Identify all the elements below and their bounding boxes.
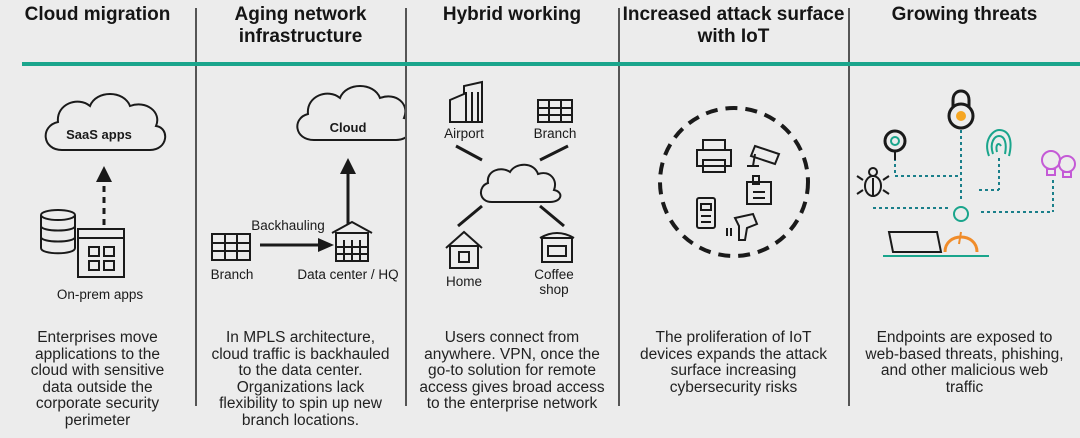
column-aging-network: Aging network infrastructure Cloud Backh… bbox=[196, 0, 405, 438]
column-cloud-migration: Cloud migration SaaS apps On-prem apps E… bbox=[0, 0, 195, 438]
branch-label: Branch bbox=[533, 126, 577, 141]
home-icon bbox=[445, 230, 483, 269]
saas-cloud-icon bbox=[44, 93, 166, 151]
branch-label: Branch bbox=[210, 267, 254, 282]
column-growing-threats: Growing threats bbox=[849, 0, 1080, 438]
saas-apps-label: SaaS apps bbox=[66, 127, 132, 142]
card-reader-icon bbox=[696, 197, 716, 229]
branch-building-icon bbox=[211, 233, 251, 261]
column-divider bbox=[848, 8, 850, 406]
data-center-label: Data center / HQ bbox=[297, 267, 399, 282]
target-icon bbox=[883, 129, 907, 160]
airport-building-icon bbox=[449, 80, 483, 123]
column-hybrid-working: Hybrid working bbox=[406, 0, 618, 438]
column-divider bbox=[405, 8, 407, 406]
column-divider bbox=[618, 8, 620, 406]
column-description: In MPLS architecture, cloud traffic is b… bbox=[211, 329, 390, 429]
column-divider bbox=[195, 8, 197, 406]
column-title: Hybrid working bbox=[442, 4, 582, 25]
column-title: Increased attack surface with IoT bbox=[622, 4, 845, 47]
light-bulbs-icon bbox=[1041, 150, 1076, 178]
column-title: Aging network infrastructure bbox=[234, 4, 367, 47]
column-description: The proliferation of IoT devices expands… bbox=[640, 329, 827, 396]
cloud-label: Cloud bbox=[329, 120, 367, 135]
cloud-migration-illustration bbox=[40, 93, 166, 278]
barcode-scanner-icon bbox=[726, 212, 759, 241]
cloud-icon bbox=[296, 85, 405, 141]
person-at-laptop-icon bbox=[883, 206, 989, 257]
branch-building-icon bbox=[537, 99, 573, 123]
printer-icon bbox=[696, 139, 732, 173]
lock-icon bbox=[947, 89, 975, 130]
coffee-shop-icon bbox=[539, 232, 575, 263]
onprem-apps-label: On-prem apps bbox=[56, 287, 144, 302]
accent-divider-line bbox=[22, 62, 1080, 66]
column-description: Enterprises move applications to the clo… bbox=[30, 329, 165, 429]
fingerprint-icon bbox=[986, 128, 1012, 157]
column-title: Cloud migration bbox=[24, 4, 171, 25]
home-label: Home bbox=[445, 274, 482, 289]
database-icon bbox=[40, 209, 76, 255]
iot-illustration bbox=[658, 106, 810, 258]
aging-network-illustration bbox=[211, 85, 405, 262]
bug-icon bbox=[856, 167, 890, 197]
app-window-icon bbox=[77, 228, 125, 278]
airport-label: Airport bbox=[444, 126, 484, 141]
column-description: Users connect from anywhere. VPN, once t… bbox=[419, 329, 605, 412]
column-title: Growing threats bbox=[891, 4, 1038, 25]
backhauling-label: Backhauling bbox=[251, 218, 325, 233]
coffee-shop-label: Coffee shop bbox=[534, 267, 574, 297]
growing-threats-illustration bbox=[856, 89, 1076, 257]
security-camera-icon bbox=[747, 144, 781, 167]
data-center-building-icon bbox=[331, 220, 373, 262]
cloud-icon bbox=[480, 163, 562, 203]
hybrid-working-illustration bbox=[445, 80, 575, 269]
column-iot: Increased attack surface with IoT bbox=[619, 0, 848, 438]
column-description: Endpoints are exposed to web-based threa… bbox=[865, 329, 1064, 396]
fax-machine-icon bbox=[746, 175, 772, 205]
